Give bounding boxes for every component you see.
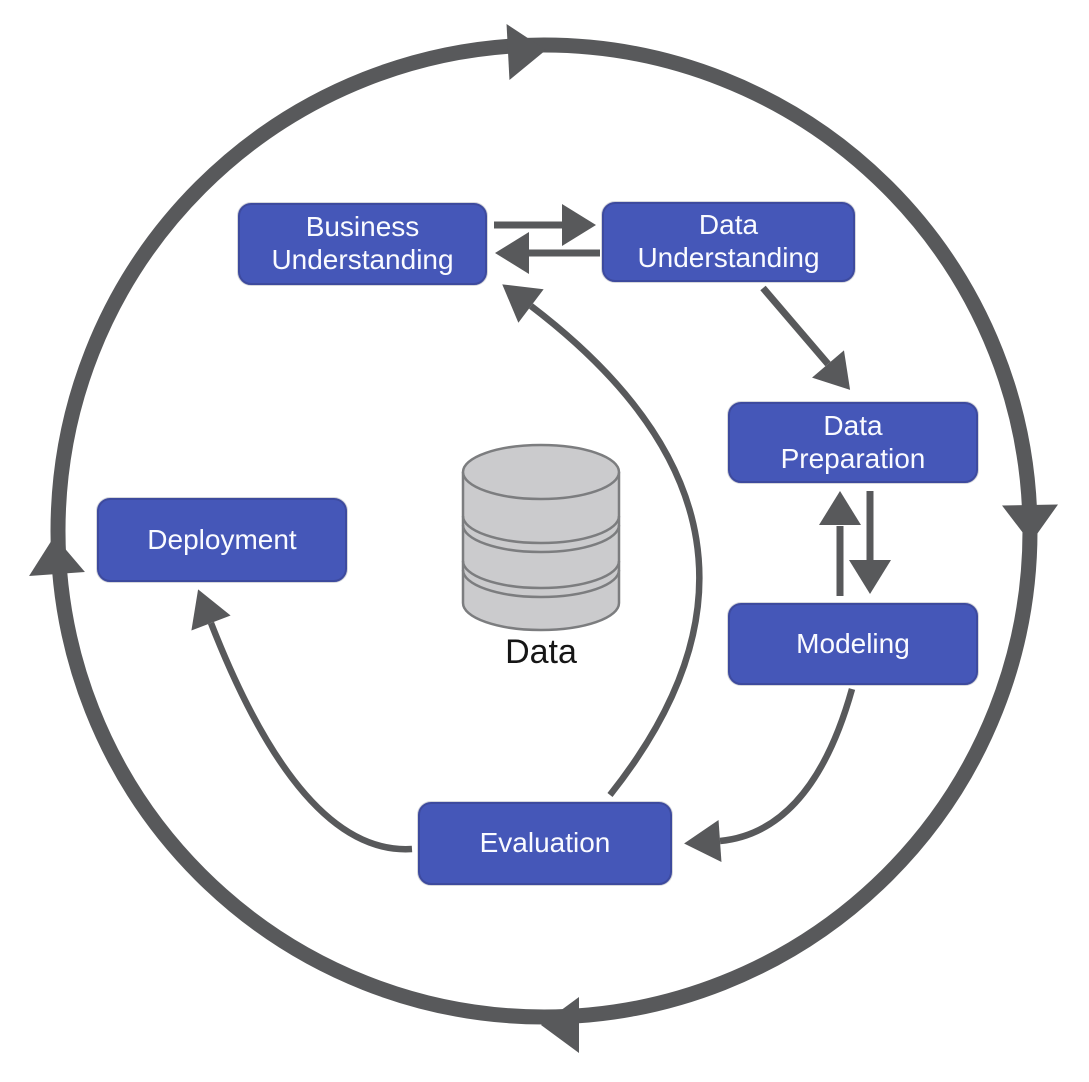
arrow-modeling-to-evaluation	[684, 688, 856, 862]
arrow-evaluation-to-business-understanding	[502, 284, 703, 798]
node-deployment: Deployment	[97, 498, 347, 582]
node-label-line: Data	[823, 409, 883, 441]
cycle-arrowhead-left	[29, 536, 85, 576]
arrow-data-preparation-to-modeling	[849, 491, 891, 594]
node-label-line: Modeling	[796, 627, 910, 659]
node-data-preparation: Data Preparation	[728, 402, 978, 483]
node-label-line: Deployment	[147, 523, 297, 555]
node-label-line: Data	[698, 209, 759, 241]
node-data-understanding: Data Understanding	[602, 202, 855, 282]
node-label-line: Evaluation	[479, 827, 611, 859]
node-label-line: Business	[305, 211, 420, 243]
arrow-data-understanding-to-business	[495, 232, 600, 274]
data-store-label: Data	[505, 633, 577, 671]
node-label-line: Understanding	[637, 242, 820, 273]
node-label-line: Understanding	[271, 244, 454, 275]
arrow-business-to-data-understanding	[494, 204, 596, 246]
outer-cycle-circle	[29, 24, 1058, 1053]
cycle-arrowhead-right	[1002, 504, 1058, 543]
cycle-arrowhead-top	[506, 24, 546, 80]
arrow-evaluation-to-deployment	[191, 589, 413, 853]
node-evaluation: Evaluation	[418, 802, 672, 885]
arrow-data-understanding-to-data-preparation	[760, 285, 851, 390]
database-icon	[461, 443, 621, 632]
cycle-arrowhead-bottom	[541, 997, 579, 1053]
arrow-modeling-to-data-preparation	[819, 491, 861, 596]
node-modeling: Modeling	[728, 603, 978, 685]
node-label-line: Preparation	[780, 442, 926, 474]
node-business-understanding: Business Understanding	[238, 203, 487, 285]
